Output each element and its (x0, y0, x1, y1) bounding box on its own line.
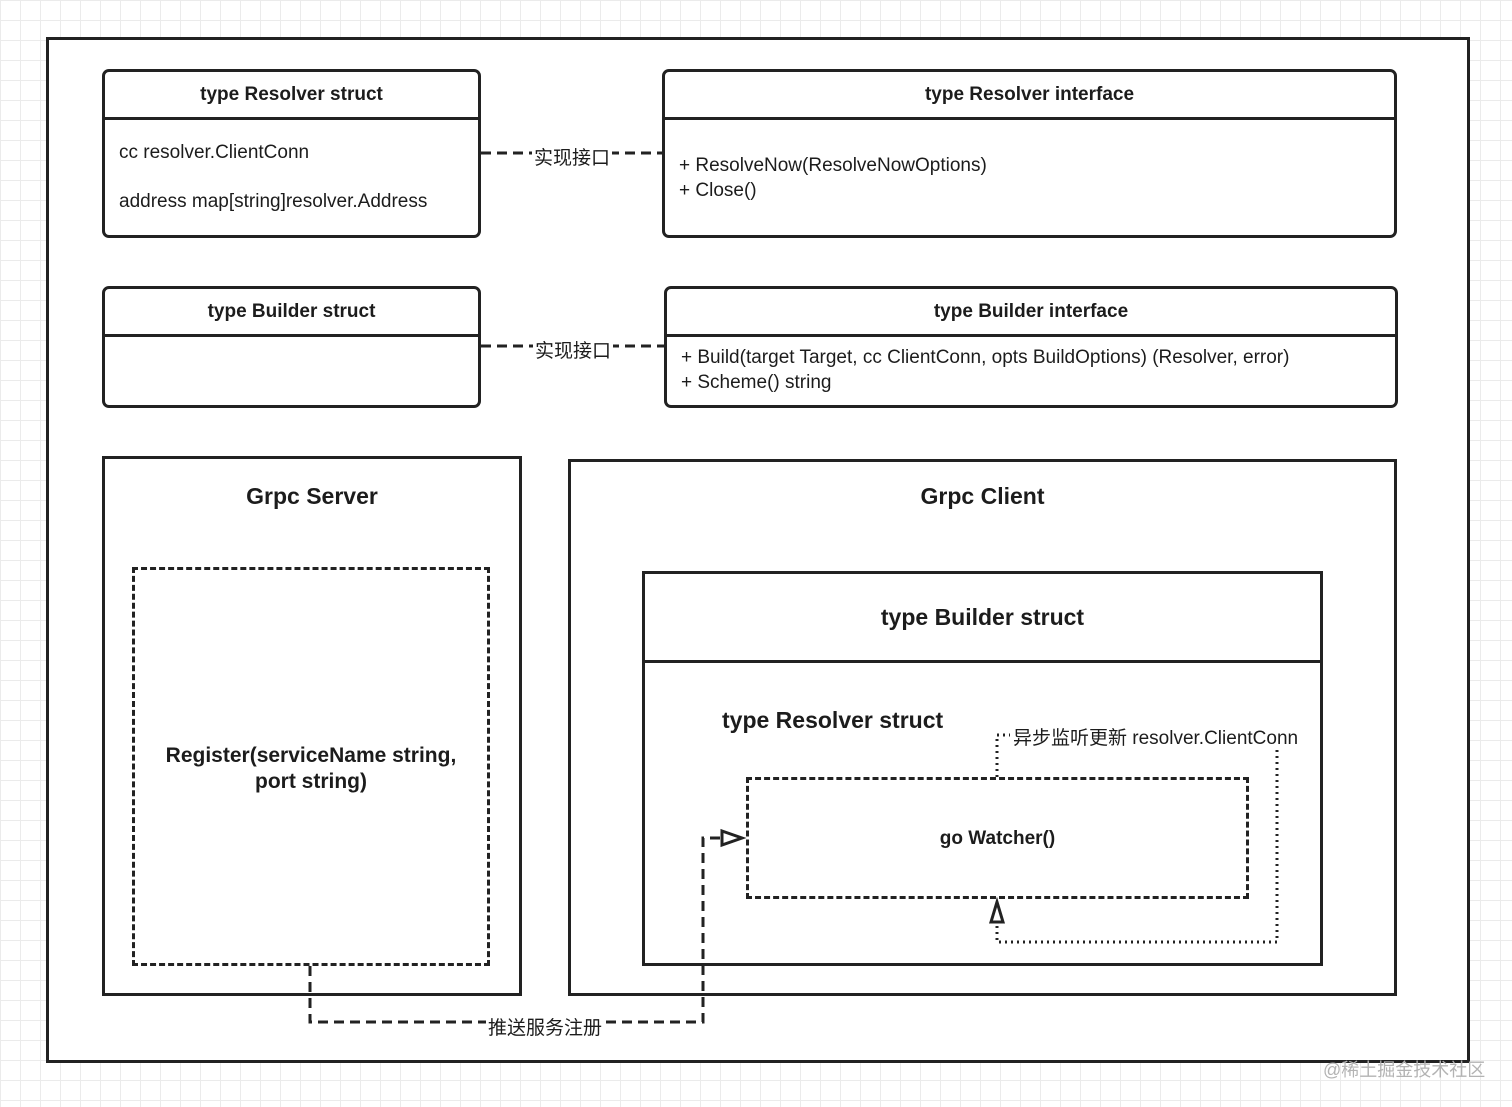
async-watch-arrow (988, 896, 1006, 924)
builder-interface-method: + Scheme() string (681, 372, 832, 393)
async-watch-label: 异步监听更新 resolver.ClientConn (1013, 723, 1299, 750)
grpc-client-title: Grpc Client (920, 483, 1045, 509)
resolver-interface-method: + Close() (679, 180, 757, 201)
resolver-struct-title: type Resolver struct (105, 72, 478, 120)
builder-struct-class: type Builder struct (102, 286, 481, 408)
async-watch-edge (995, 733, 1279, 944)
watcher-label: go Watcher() (939, 828, 1056, 849)
builder-interface-methods: + Build(target Target, cc ClientConn, op… (681, 347, 1385, 394)
grpc-server-title: Grpc Server (246, 483, 378, 509)
builder-interface-title: type Builder interface (667, 289, 1395, 337)
client-builder-struct-title: type Builder struct (645, 574, 1320, 663)
resolver-struct-fields: cc resolver.ClientConn address map[strin… (119, 142, 468, 213)
builder-interface-class: type Builder interface + Build(target Ta… (664, 286, 1398, 408)
client-builder-struct-box: type Builder struct type Resolver struct (642, 571, 1323, 966)
push-register-arrow (720, 828, 747, 848)
watcher-box: go Watcher() (746, 777, 1249, 899)
resolver-interface-class: type Resolver interface + ResolveNow(Res… (662, 69, 1397, 238)
register-text-line: port string) (255, 770, 367, 793)
resolver-interface-methods: + ResolveNow(ResolveNowOptions) + Close(… (679, 155, 1384, 202)
grpc-server-box: Grpc Server (102, 456, 522, 996)
register-text-line: Register(serviceName string, (165, 744, 457, 767)
register-box: Register(serviceName string, port string… (132, 567, 490, 966)
resolver-struct-field: cc resolver.ClientConn (119, 142, 310, 163)
builder-struct-title: type Builder struct (105, 289, 478, 337)
implements-label-2: 实现接口 (533, 336, 614, 363)
builder-interface-method: + Build(target Target, cc ClientConn, op… (681, 347, 1290, 368)
client-resolver-struct-title: type Resolver struct (722, 707, 944, 733)
implements-label-1: 实现接口 (532, 143, 613, 170)
resolver-interface-title: type Resolver interface (665, 72, 1394, 120)
push-register-label: 推送服务注册 (486, 1013, 605, 1040)
resolver-interface-method: + ResolveNow(ResolveNowOptions) (679, 155, 987, 176)
watermark: @稀土掘金技术社区 (1323, 1060, 1486, 1080)
resolver-struct-field: address map[string]resolver.Address (119, 191, 428, 212)
register-text: Register(serviceName string, port string… (135, 743, 487, 795)
resolver-struct-class: type Resolver struct cc resolver.ClientC… (102, 69, 481, 238)
push-register-edge (308, 836, 722, 1024)
